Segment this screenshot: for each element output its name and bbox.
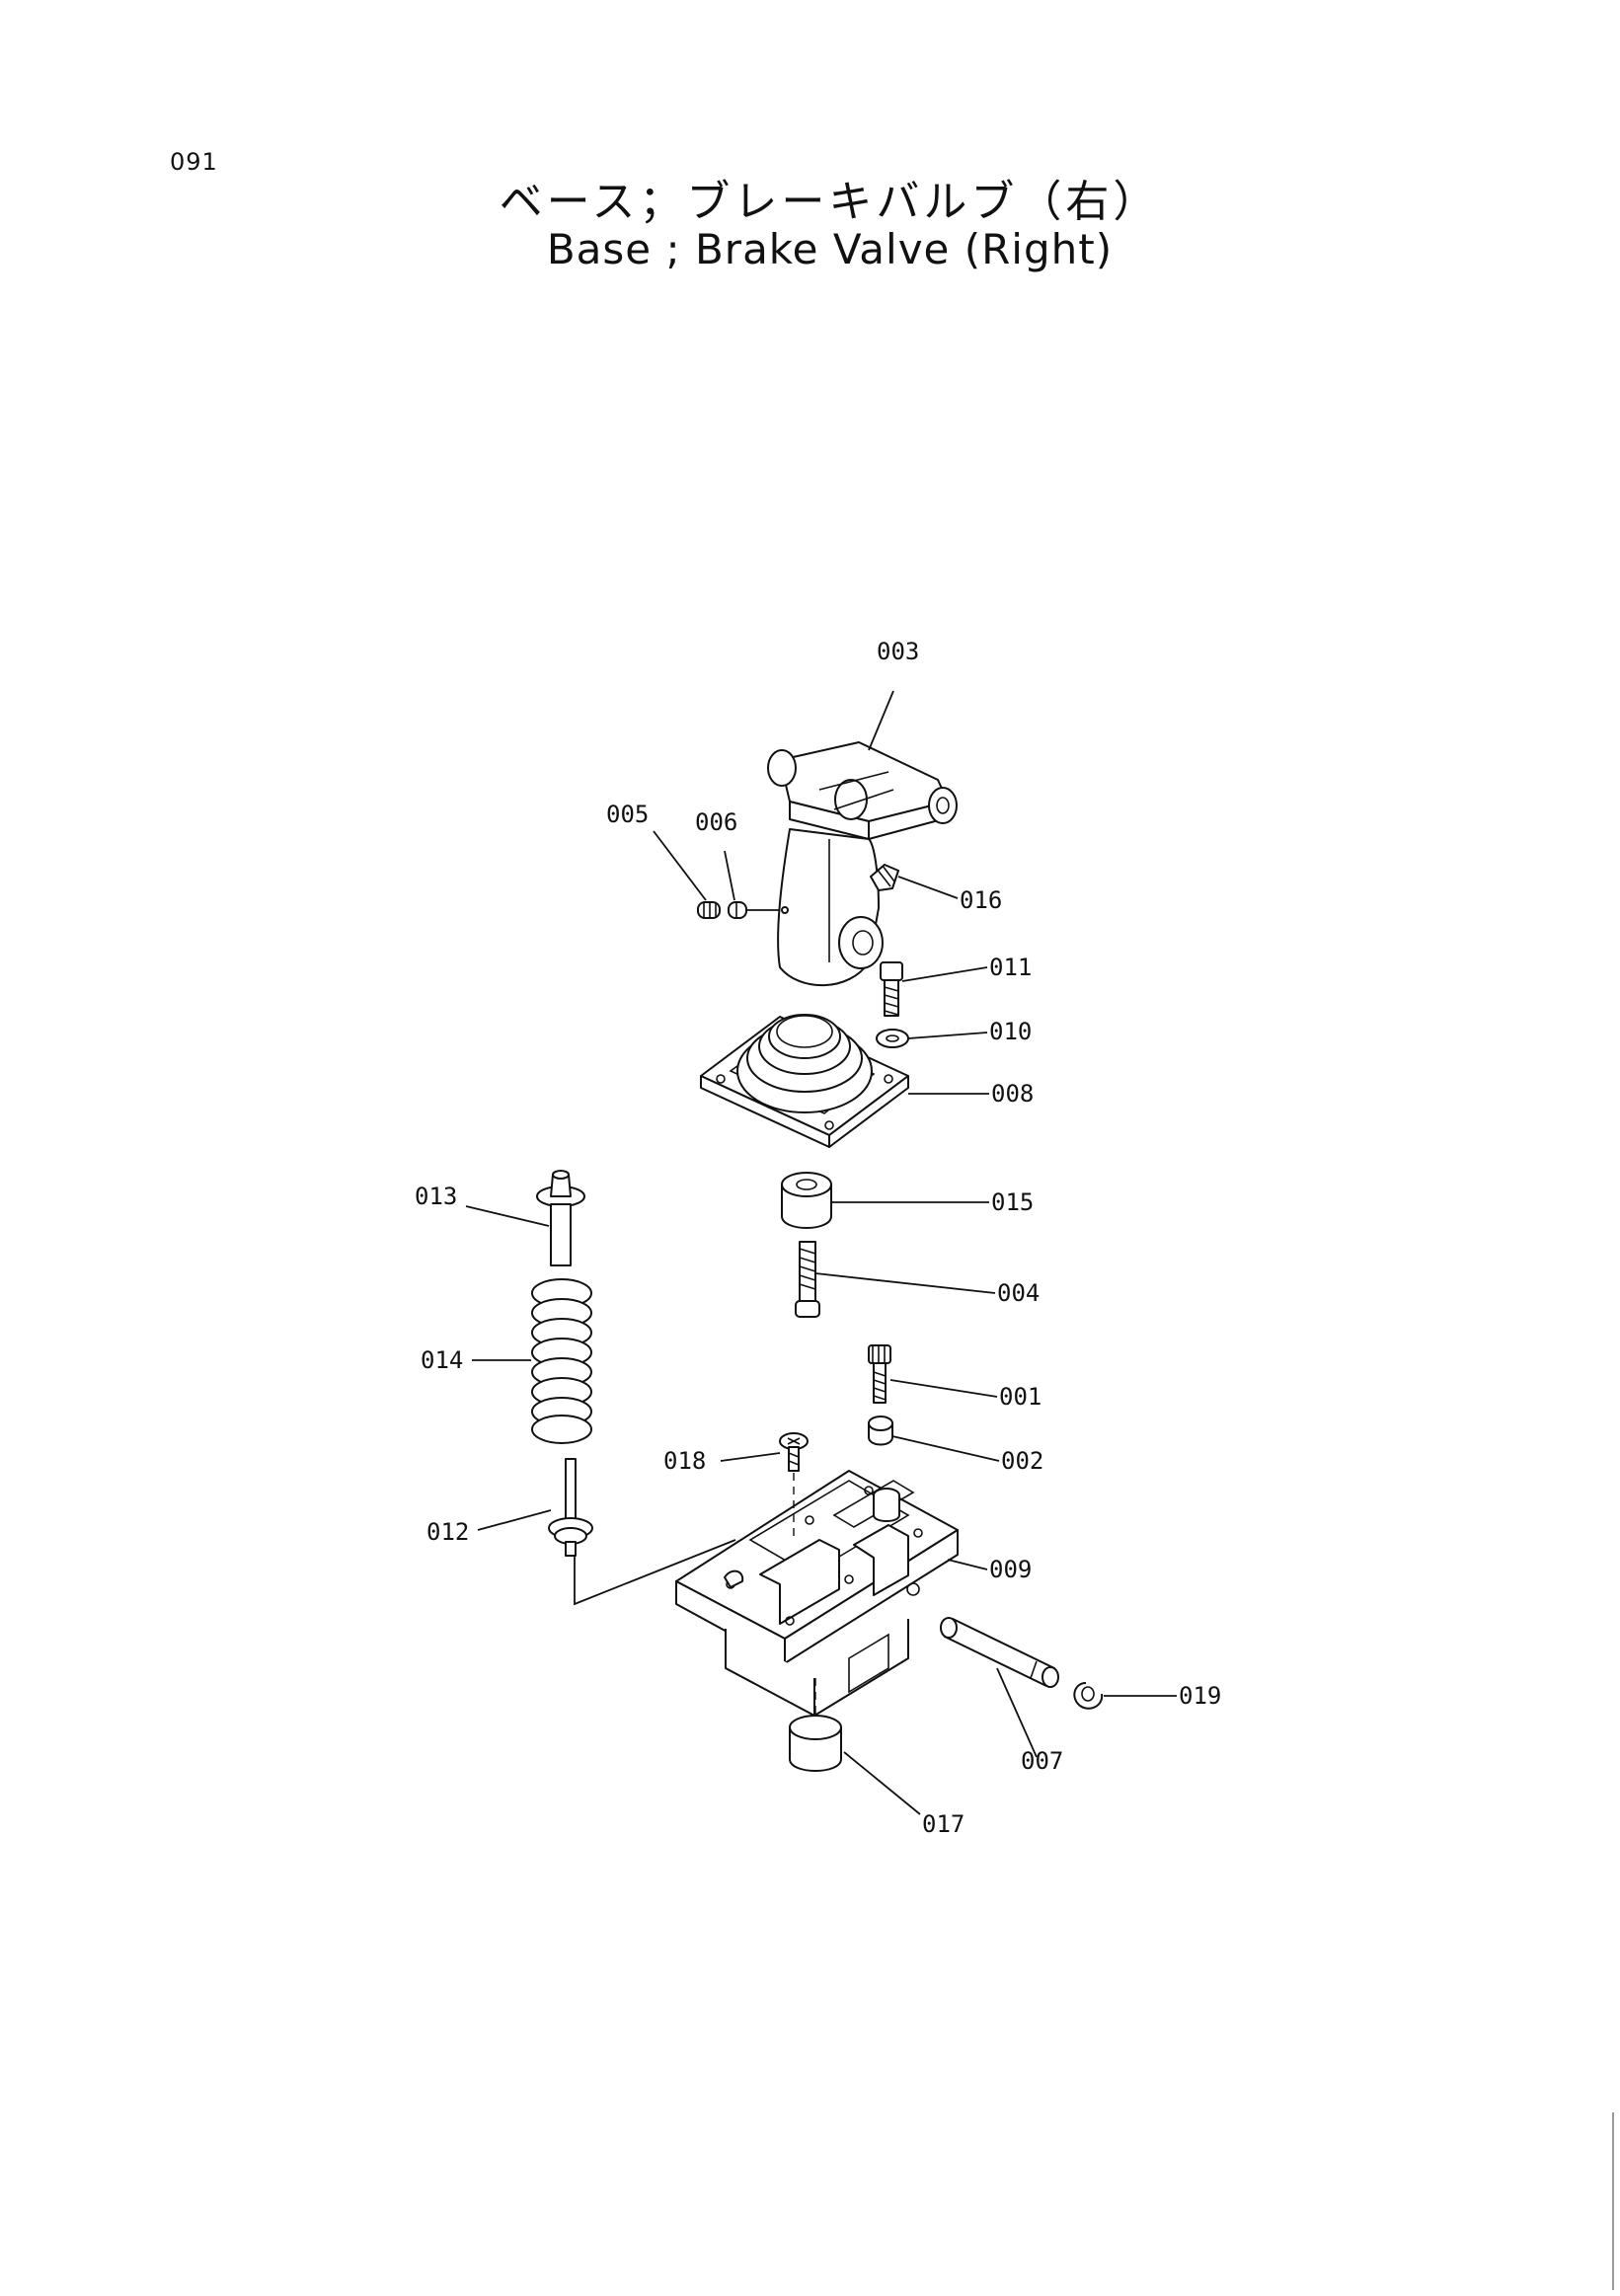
callout-007: 007	[1021, 1747, 1063, 1775]
callout-019: 019	[1179, 1682, 1221, 1710]
screw-004	[795, 1241, 820, 1318]
callout-005: 005	[606, 801, 649, 828]
leader-018	[720, 1452, 781, 1462]
pedal-bracket-003	[767, 741, 958, 987]
leader-007	[996, 1667, 1038, 1758]
bolt-001	[868, 1344, 891, 1404]
collar-015	[781, 1172, 832, 1229]
callout-015: 015	[991, 1188, 1034, 1216]
leader-006	[724, 850, 735, 901]
plug-016	[870, 864, 899, 891]
bushing-017	[789, 1715, 842, 1772]
leader-013	[465, 1205, 550, 1227]
spring-014	[531, 1278, 592, 1444]
pin-007	[940, 1617, 1059, 1688]
washer-010	[876, 1029, 909, 1048]
callout-014: 014	[421, 1346, 463, 1374]
callout-013: 013	[415, 1183, 457, 1210]
callout-006: 006	[695, 808, 737, 836]
leader-011	[901, 966, 988, 982]
scan-edge-mark	[1612, 2112, 1614, 2290]
callout-001: 001	[999, 1383, 1041, 1411]
leader-004	[814, 1272, 996, 1294]
callout-016: 016	[960, 886, 1002, 914]
leader-005	[653, 830, 707, 901]
leader-001	[889, 1379, 998, 1398]
bolt-011	[880, 961, 903, 1017]
snap-ring-019	[1073, 1682, 1104, 1710]
cover-008	[700, 1014, 909, 1148]
callout-011: 011	[989, 954, 1032, 981]
callout-003: 003	[877, 638, 919, 665]
leader-010	[907, 1032, 988, 1039]
screw-018	[779, 1432, 809, 1472]
stem-012	[548, 1458, 593, 1557]
guide-line-stem-to-base	[574, 1539, 736, 1606]
washer-002	[868, 1416, 893, 1446]
callout-010: 010	[989, 1018, 1032, 1045]
callout-018: 018	[663, 1447, 706, 1475]
callout-012: 012	[426, 1518, 469, 1546]
leader-009	[947, 1559, 988, 1570]
callout-009: 009	[989, 1556, 1032, 1583]
leader-003	[868, 690, 894, 751]
pin-013	[536, 1170, 585, 1266]
leader-017	[843, 1751, 921, 1815]
title-english: Base ; Brake Valve (Right)	[546, 225, 1114, 273]
callout-004: 004	[997, 1279, 1040, 1307]
leader-012	[477, 1509, 552, 1531]
title-japanese: ベース；ブレーキバルブ（右）	[499, 177, 1161, 227]
leader-002	[891, 1435, 1000, 1462]
callout-002: 002	[1001, 1447, 1043, 1475]
base-body-009	[675, 1470, 959, 1717]
page-number: 091	[170, 148, 218, 176]
part-005-006	[697, 901, 789, 919]
callout-017: 017	[922, 1810, 964, 1838]
leader-016	[897, 876, 959, 899]
callout-008: 008	[991, 1080, 1034, 1108]
